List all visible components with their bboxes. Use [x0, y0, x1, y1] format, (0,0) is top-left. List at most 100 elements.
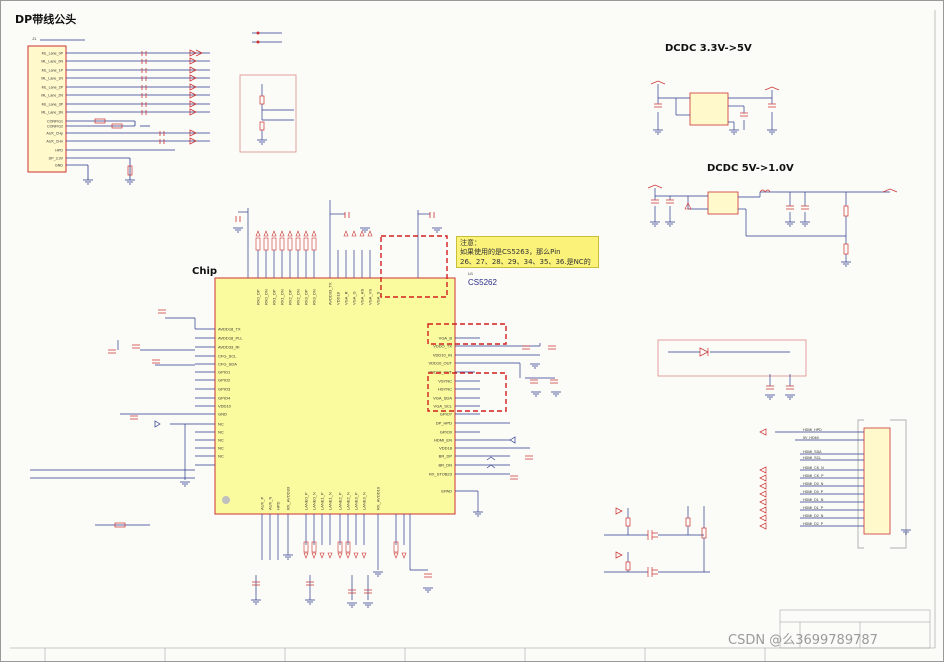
chip-u1: AVDD18_TX AVDD18_PLL AVDD33_RI CFG_SCL CFG_S…	[30, 200, 561, 608]
connector-pin-label: AUX_CHp	[46, 131, 63, 135]
chip-top-pin-label: RX3_DN	[312, 289, 317, 305]
dcdc-5-10-title: DCDC 5V->1.0V	[707, 163, 794, 174]
chip-top-pin-label: RX0_DN	[264, 289, 269, 305]
connector-pin-label: ML_Lane_0P	[42, 51, 64, 55]
connector-ref: J1	[32, 36, 37, 41]
note-line-1: 注意：	[460, 239, 481, 247]
chip-left-pin-label: GND	[218, 412, 227, 417]
chip-right-pin-label: HSYNC	[438, 387, 452, 392]
chip-bottom-pin-label: LANE2_P	[338, 492, 343, 510]
chip-left-pin-label: GPIO1	[218, 370, 231, 375]
chip-right-pin-labels: VGA_BVDDO_TXVDD10_INVDD10_OUTVDD10_OUTVS…	[428, 336, 452, 494]
chip-right-pin-label: VDD18	[439, 446, 453, 451]
title-block	[779, 609, 931, 649]
chip-right-pin-label: VDD10_OUT	[428, 370, 452, 375]
hdmi-connector	[759, 419, 911, 549]
connector-pin-label: ML_Lane_0N	[41, 59, 63, 63]
hdmi-pin-label: HDMI_D0_P	[803, 490, 824, 494]
chip-bottom-pin-label: LANE1_P	[320, 492, 325, 510]
hdmi-pin-labels: HDMI_HPD 5V_HDMI HDMI_SDA HDMI_SCL HDMI_CK_N…	[803, 428, 824, 526]
chip-right-pin-label: VDD10_IN	[433, 353, 452, 358]
connector-pin-label: GND	[55, 163, 63, 167]
chip-right-pin-label: GPIO7	[440, 412, 453, 417]
hdmi-pin-label: HDMI_SDA	[803, 450, 822, 454]
chip-left-pin-label: AVDD18_TX	[218, 327, 241, 332]
dcdc-33-5-title: DCDC 3.3V->5V	[665, 43, 752, 54]
chip-right-pin-label: VGA_SCL	[434, 404, 453, 409]
i2c-level-shift-block	[604, 506, 710, 577]
pullup-block	[239, 74, 297, 153]
chip-left-pin-label: GPIO3	[218, 387, 231, 392]
nc-highlight-boxes	[380, 235, 507, 412]
chip-title: Chip	[192, 266, 218, 277]
connector-pin-label: AUX_CHn	[46, 139, 63, 143]
chip-left-pin-label: NC	[218, 438, 224, 443]
chip-bottom-pin-label: LANE3_N	[362, 492, 367, 510]
chip-right-pin-label: VSYNC	[438, 379, 452, 384]
chip-top-pin-label: RX1_DN	[280, 289, 285, 305]
nc-note: 注意： 如果使用的是CS5263，那么Pin 26、27、28、29、34、35…	[456, 236, 599, 268]
chip-top-pin-label: VGA_G	[352, 291, 357, 305]
chip-top-pin-label: VGA_VS	[368, 289, 373, 305]
connector-pin-label: ML_Lane_3N	[41, 110, 63, 114]
hdmi-pin-label: HDMI_D2_P	[803, 522, 824, 526]
chip-bottom-pin-label: LANE3_P	[354, 492, 359, 510]
connector-pin-label: ML_Lane_2P	[42, 85, 64, 89]
chip-top-pin-label: AVDD33_TX	[328, 282, 333, 305]
chip-left-pin-label: VDD10	[218, 404, 232, 409]
chip-bottom-pin-label: LANE0_N	[312, 492, 317, 510]
dcdc-33-5-circuit	[650, 80, 780, 135]
hdmi-pin-label: HDMI_D1_N	[803, 498, 824, 502]
watermark: CSDN @么3699789787	[728, 633, 878, 648]
chip-left-pin-label: AVDD33_RI	[218, 345, 240, 350]
chip-bottom-pin-label: HPD	[276, 501, 281, 510]
hdmi-pin-label: 5V_HDMI	[803, 436, 819, 440]
chip-right-pin-label: BR_DN	[438, 463, 452, 468]
connector-pin-label: ML_Lane_1N	[41, 76, 63, 80]
dp-connector-j1	[27, 45, 210, 185]
chip-ref: U1	[468, 271, 474, 276]
connector-pin-label: ML_Lane_1P	[42, 68, 64, 72]
chip-right-pin-label: GPIO0	[440, 430, 453, 435]
chip-left-pin-label: GPIO2	[218, 378, 231, 383]
chip-top-pin-label: RX2_DP	[288, 289, 293, 305]
hdmi-pin-label: HDMI_CK_N	[803, 466, 824, 470]
chip-bottom-pin-label: LANE2_N	[346, 492, 351, 510]
chip-bottom-pin-label: AUX_P	[260, 497, 265, 510]
chip-top-pin-label: RX2_DN	[296, 289, 301, 305]
chip-right-pin-label: VGA_SDA	[433, 396, 452, 401]
hdmi-pin-label: HDMI_SCL	[803, 456, 821, 460]
chip-right-pin-label: VDDO_TX	[433, 344, 452, 349]
chip-bottom-pin-label: LANE1_N	[328, 492, 333, 510]
connector-pin-label: ML_Lane_3P	[42, 102, 64, 106]
chip-bottom-pin-label: LANE0_P	[304, 492, 309, 510]
hdmi-pin-label: HDMI_D2_N	[803, 514, 824, 518]
dcdc-5-10-circuit	[647, 184, 898, 267]
chip-left-pin-label: NC	[218, 422, 224, 427]
chip-top-pin-label: RX0_DP	[256, 289, 261, 305]
chip-right-pin-label: DP_HPD	[436, 421, 452, 426]
dp-header-title: DP带线公头	[15, 13, 77, 26]
chip-part-number: CS5262	[468, 278, 497, 287]
hdmi-pin-label: HDMI_CK_P	[803, 474, 824, 478]
hdmi-5v-block	[657, 339, 807, 400]
hdmi-pin-label: HDMI_D0_N	[803, 482, 824, 486]
chip-left-pin-labels: AVDD18_TX AVDD18_PLL AVDD33_RI CFG_SCL CFG_S…	[218, 327, 243, 459]
note-line-3: 26、27、28、29、34、35、36.是NC的	[460, 257, 591, 266]
chip-bottom-pin-label: AUX_N	[268, 497, 273, 510]
connector-pin-label: HPD	[55, 148, 63, 152]
chip-left-pin-label: NC	[218, 454, 224, 459]
note-line-2: 如果使用的是CS5263，那么Pin	[460, 248, 561, 257]
connector-pin-label: CONFIG1	[47, 119, 63, 123]
chip-left-pin-label: CFG_SCL	[218, 354, 237, 359]
chip-bottom-pin-label: RX_AVDD10	[376, 486, 381, 510]
chip-left-pin-label: CFG_SDA	[218, 362, 237, 367]
connector-pin-label: ML_Lane_2N	[41, 93, 63, 97]
chip-left-pin-label: AVDD18_PLL	[218, 336, 243, 341]
chip-right-pin-label: VGA_B	[439, 336, 453, 341]
hdmi-pin-label: HDMI_HPD	[803, 428, 822, 432]
chip-top-pin-label: VGA_R	[344, 291, 349, 305]
chip-right-pin-label: EPAD	[441, 489, 452, 494]
